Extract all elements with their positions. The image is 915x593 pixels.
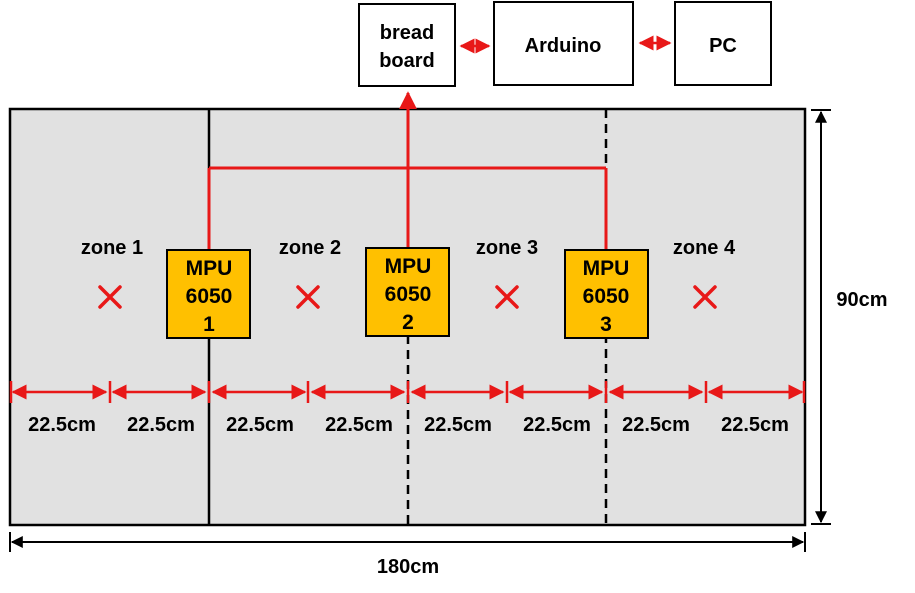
arduino-box bbox=[493, 1, 634, 86]
sensor-1-line2: 6050 bbox=[186, 285, 233, 308]
sensor-3-line3: 3 bbox=[600, 313, 612, 336]
segment-label-4: 22.5cm bbox=[325, 414, 393, 436]
x-marker-icon-2 bbox=[296, 285, 320, 309]
zone-label-4: zone 4 bbox=[673, 237, 736, 259]
zone-label-1: zone 1 bbox=[81, 237, 143, 259]
segment-label-1: 22.5cm bbox=[28, 414, 96, 436]
segment-label-8: 22.5cm bbox=[721, 414, 789, 436]
segment-label-6: 22.5cm bbox=[523, 414, 591, 436]
x-marker-icon-4 bbox=[693, 285, 717, 309]
sensor-box-3 bbox=[564, 249, 649, 339]
wiring bbox=[207, 91, 608, 250]
zone-label-3: zone 3 bbox=[476, 237, 538, 259]
segment-ticks bbox=[9, 381, 806, 403]
sensor-1-line3: 1 bbox=[203, 313, 215, 336]
sensor-3-line1: MPU bbox=[583, 257, 630, 280]
height-label: 90cm bbox=[836, 289, 887, 311]
sensor-3-line2: 6050 bbox=[583, 285, 630, 308]
pc-label: PC bbox=[709, 35, 737, 57]
segment-label-7: 22.5cm bbox=[622, 414, 690, 436]
x-marker-icon-3 bbox=[495, 285, 519, 309]
segment-label-2: 22.5cm bbox=[127, 414, 195, 436]
arduino-label: Arduino bbox=[525, 35, 602, 57]
breadboard-box bbox=[358, 3, 456, 87]
zone-label-2: zone 2 bbox=[279, 237, 341, 259]
segment-label-3: 22.5cm bbox=[226, 414, 294, 436]
x-marker-icon-1 bbox=[98, 285, 122, 309]
sensor-box-1 bbox=[166, 249, 251, 339]
width-label: 180cm bbox=[377, 556, 439, 578]
pc-box bbox=[674, 1, 772, 86]
breadboard-label-line1: bread bbox=[380, 22, 434, 44]
sensor-box-2 bbox=[365, 247, 450, 337]
breadboard-label-line2: board bbox=[379, 50, 435, 72]
sensor-2-line1: MPU bbox=[385, 255, 432, 278]
sensor-2-line3: 2 bbox=[402, 311, 414, 334]
segment-label-5: 22.5cm bbox=[424, 414, 492, 436]
sensor-2-line2: 6050 bbox=[385, 283, 432, 306]
sensor-1-line1: MPU bbox=[186, 257, 233, 280]
